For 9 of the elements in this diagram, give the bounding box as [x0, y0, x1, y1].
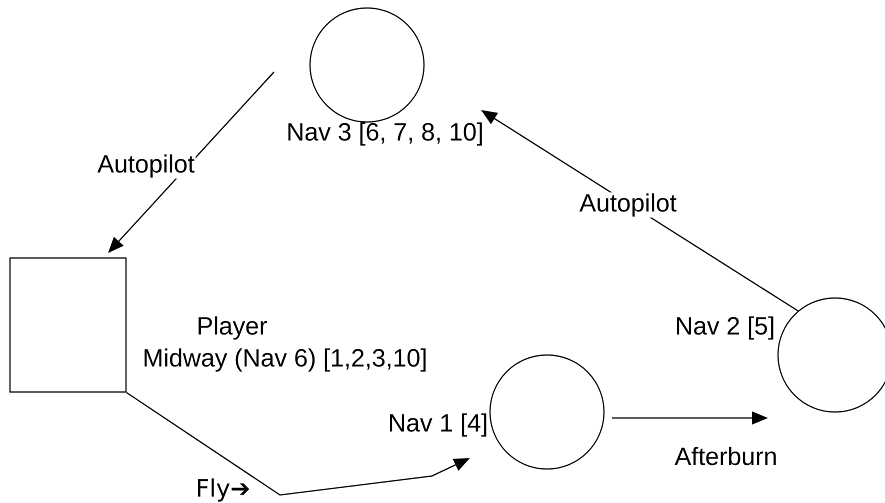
node-label: Midway (Nav 6) [1,2,3,10]	[144, 348, 426, 372]
edge-label: Afterburn	[674, 446, 778, 466]
edge-label: Autopilot	[578, 192, 678, 218]
node-label: Nav 2 [5]	[677, 316, 774, 340]
node-label: Nav 3 [6, 7, 8, 10]	[288, 122, 482, 146]
node-label: Nav 1 [4]	[390, 413, 486, 437]
node-label: Player	[198, 316, 267, 340]
edge-label: Fly➔	[194, 477, 252, 503]
edge-label: Autopilot	[96, 153, 196, 179]
